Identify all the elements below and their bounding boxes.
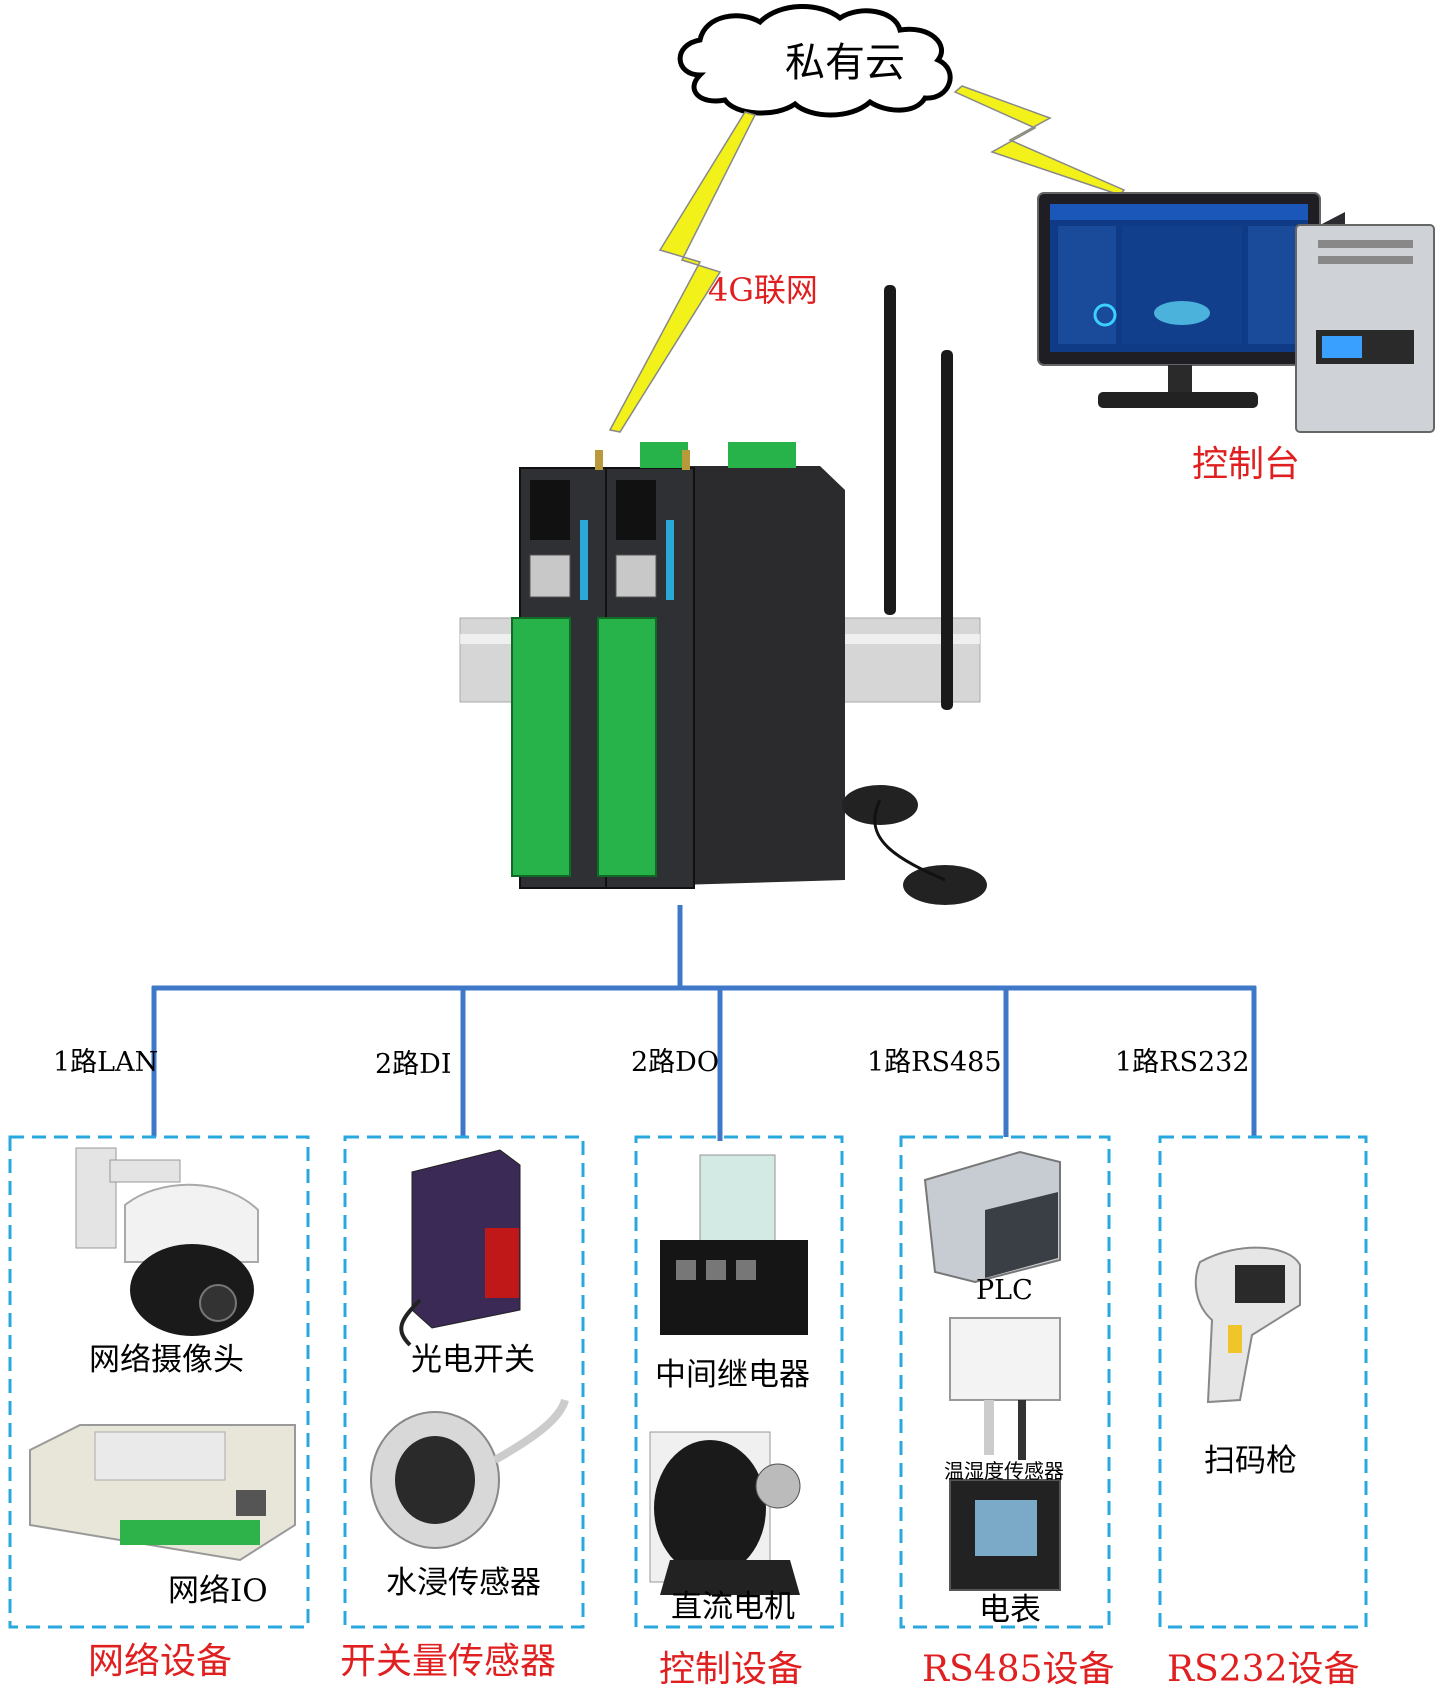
group-box-network	[8, 1135, 310, 1629]
group-label-control: 控制设备	[659, 1649, 804, 1690]
branch-label-di: 2路DI	[375, 1049, 452, 1080]
device-label-water-sensor: 水浸传感器	[386, 1565, 541, 1601]
group-box-control	[634, 1135, 844, 1629]
private-cloud-shape	[677, 4, 953, 118]
group-label-rs485: RS485设备	[922, 1649, 1115, 1690]
console-label: 控制台	[1192, 444, 1301, 485]
gateway-device-icon	[459, 442, 981, 889]
dc-motor-icon	[649, 1431, 801, 1595]
group-label-rs232: RS232设备	[1167, 1649, 1360, 1690]
electric-meter-icon	[949, 1479, 1061, 1591]
barcode-scanner-icon	[1194, 1246, 1301, 1404]
antenna-icon	[842, 285, 987, 905]
network-io-module-icon	[29, 1424, 296, 1562]
device-label-barcode-scanner: 扫码枪	[1204, 1443, 1297, 1479]
device-label-network-io: 网络IO	[168, 1573, 268, 1609]
group-box-switch-sensor	[343, 1135, 585, 1629]
device-label-photoelectric-switch: 光电开关	[411, 1342, 535, 1378]
group-label-network: 网络设备	[88, 1641, 233, 1682]
plc-icon	[923, 1150, 1061, 1284]
group-box-rs232	[1158, 1135, 1368, 1629]
branch-label-rs485: 1路RS485	[867, 1047, 1002, 1078]
temperature-humidity-sensor-icon	[949, 1317, 1061, 1460]
branch-label-rs232: 1路RS232	[1115, 1047, 1250, 1078]
console-link-lightning-icon	[953, 85, 1126, 196]
device-label-network-camera: 网络摄像头	[89, 1342, 244, 1378]
device-label-electric-meter: 电表	[979, 1592, 1041, 1628]
bus-lines	[151, 905, 1257, 1141]
monitor-icon	[1037, 192, 1321, 408]
private-cloud-label: 私有云	[785, 40, 905, 86]
group-box-rs485	[899, 1135, 1111, 1629]
pc-tower-icon	[1295, 212, 1435, 433]
relay-icon	[660, 1154, 808, 1335]
device-label-dc-motor: 直流电机	[671, 1589, 795, 1625]
device-label-temp-humidity-sensor: 温湿度传感器	[944, 1459, 1064, 1483]
4g-link-label: 4G联网	[708, 271, 818, 309]
4g-lightning-icon	[608, 111, 757, 433]
device-label-relay: 中间继电器	[655, 1357, 810, 1393]
branch-label-do: 2路DO	[631, 1047, 719, 1078]
photoelectric-switch-icon	[399, 1149, 521, 1347]
device-label-plc: PLC	[976, 1275, 1033, 1306]
group-label-switch-sensor: 开关量传感器	[340, 1641, 557, 1682]
group-boxes	[8, 1135, 1368, 1629]
network-camera-icon	[75, 1147, 259, 1336]
water-immersion-sensor-icon	[370, 1398, 569, 1549]
branch-label-lan: 1路LAN	[53, 1047, 159, 1078]
